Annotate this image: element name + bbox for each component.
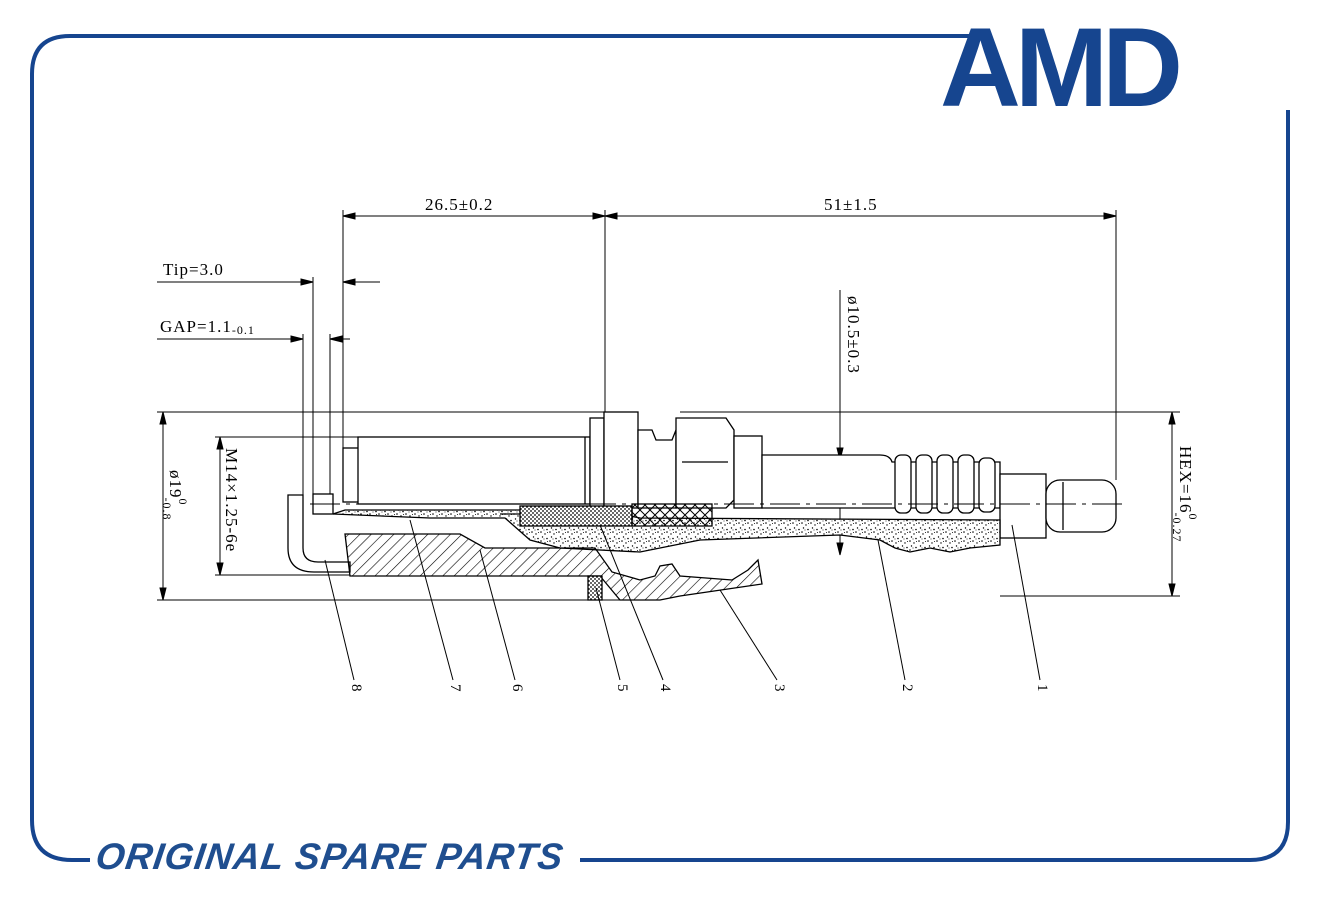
length-right-dim: 51±1.5 xyxy=(824,195,878,214)
shell-section xyxy=(344,533,763,601)
part-label-6: 6 xyxy=(509,684,525,692)
gasket-ring xyxy=(587,575,603,601)
leader-lines xyxy=(324,519,1041,681)
footer-slogan: ORIGINAL SPARE PARTS xyxy=(93,836,567,877)
hex-dim: HEX=160-0.27 xyxy=(1170,446,1200,543)
extension-lines xyxy=(157,210,1180,601)
part-number-labels: 8 7 6 5 4 3 2 1 xyxy=(348,684,1050,692)
gasket-seat xyxy=(603,411,639,509)
hex-nut xyxy=(675,417,735,509)
dimension-lines xyxy=(157,212,1176,601)
gap-dim: GAP=1.1-0.1 xyxy=(160,317,255,337)
dimension-texts: 26.5±0.2 51±1.5 Tip=3.0 GAP=1.1-0.1 ø10.… xyxy=(160,195,1200,552)
hex-rear xyxy=(733,435,763,509)
terminal-body xyxy=(999,473,1047,539)
part-label-8: 8 xyxy=(348,684,364,692)
insulator-dia-dim: ø10.5±0.3 xyxy=(844,296,863,374)
shell-thread-area xyxy=(357,436,591,505)
part-label-2: 2 xyxy=(899,684,915,692)
crimp-neck xyxy=(637,429,677,509)
thread-dim: M14×1.25-6e xyxy=(222,448,241,552)
part-label-3: 3 xyxy=(771,684,787,692)
part-label-7: 7 xyxy=(447,684,463,692)
part-label-4: 4 xyxy=(657,684,673,692)
resistor-section xyxy=(631,503,713,527)
seat-dia-dim: ø190-0.8 xyxy=(160,470,190,521)
terminal-nut xyxy=(1045,479,1117,533)
spark-plug-drawing xyxy=(287,411,1117,601)
part-label-5: 5 xyxy=(614,684,630,692)
page-frame xyxy=(30,34,1290,862)
shell-flange xyxy=(589,417,605,509)
insulator-ribs xyxy=(894,454,996,514)
center-electrode-sealant xyxy=(519,505,633,527)
length-left-dim: 26.5±0.2 xyxy=(425,195,493,214)
tip-dim: Tip=3.0 xyxy=(163,260,224,279)
part-label-1: 1 xyxy=(1034,684,1050,692)
amd-logo: AMD xyxy=(940,5,1183,130)
